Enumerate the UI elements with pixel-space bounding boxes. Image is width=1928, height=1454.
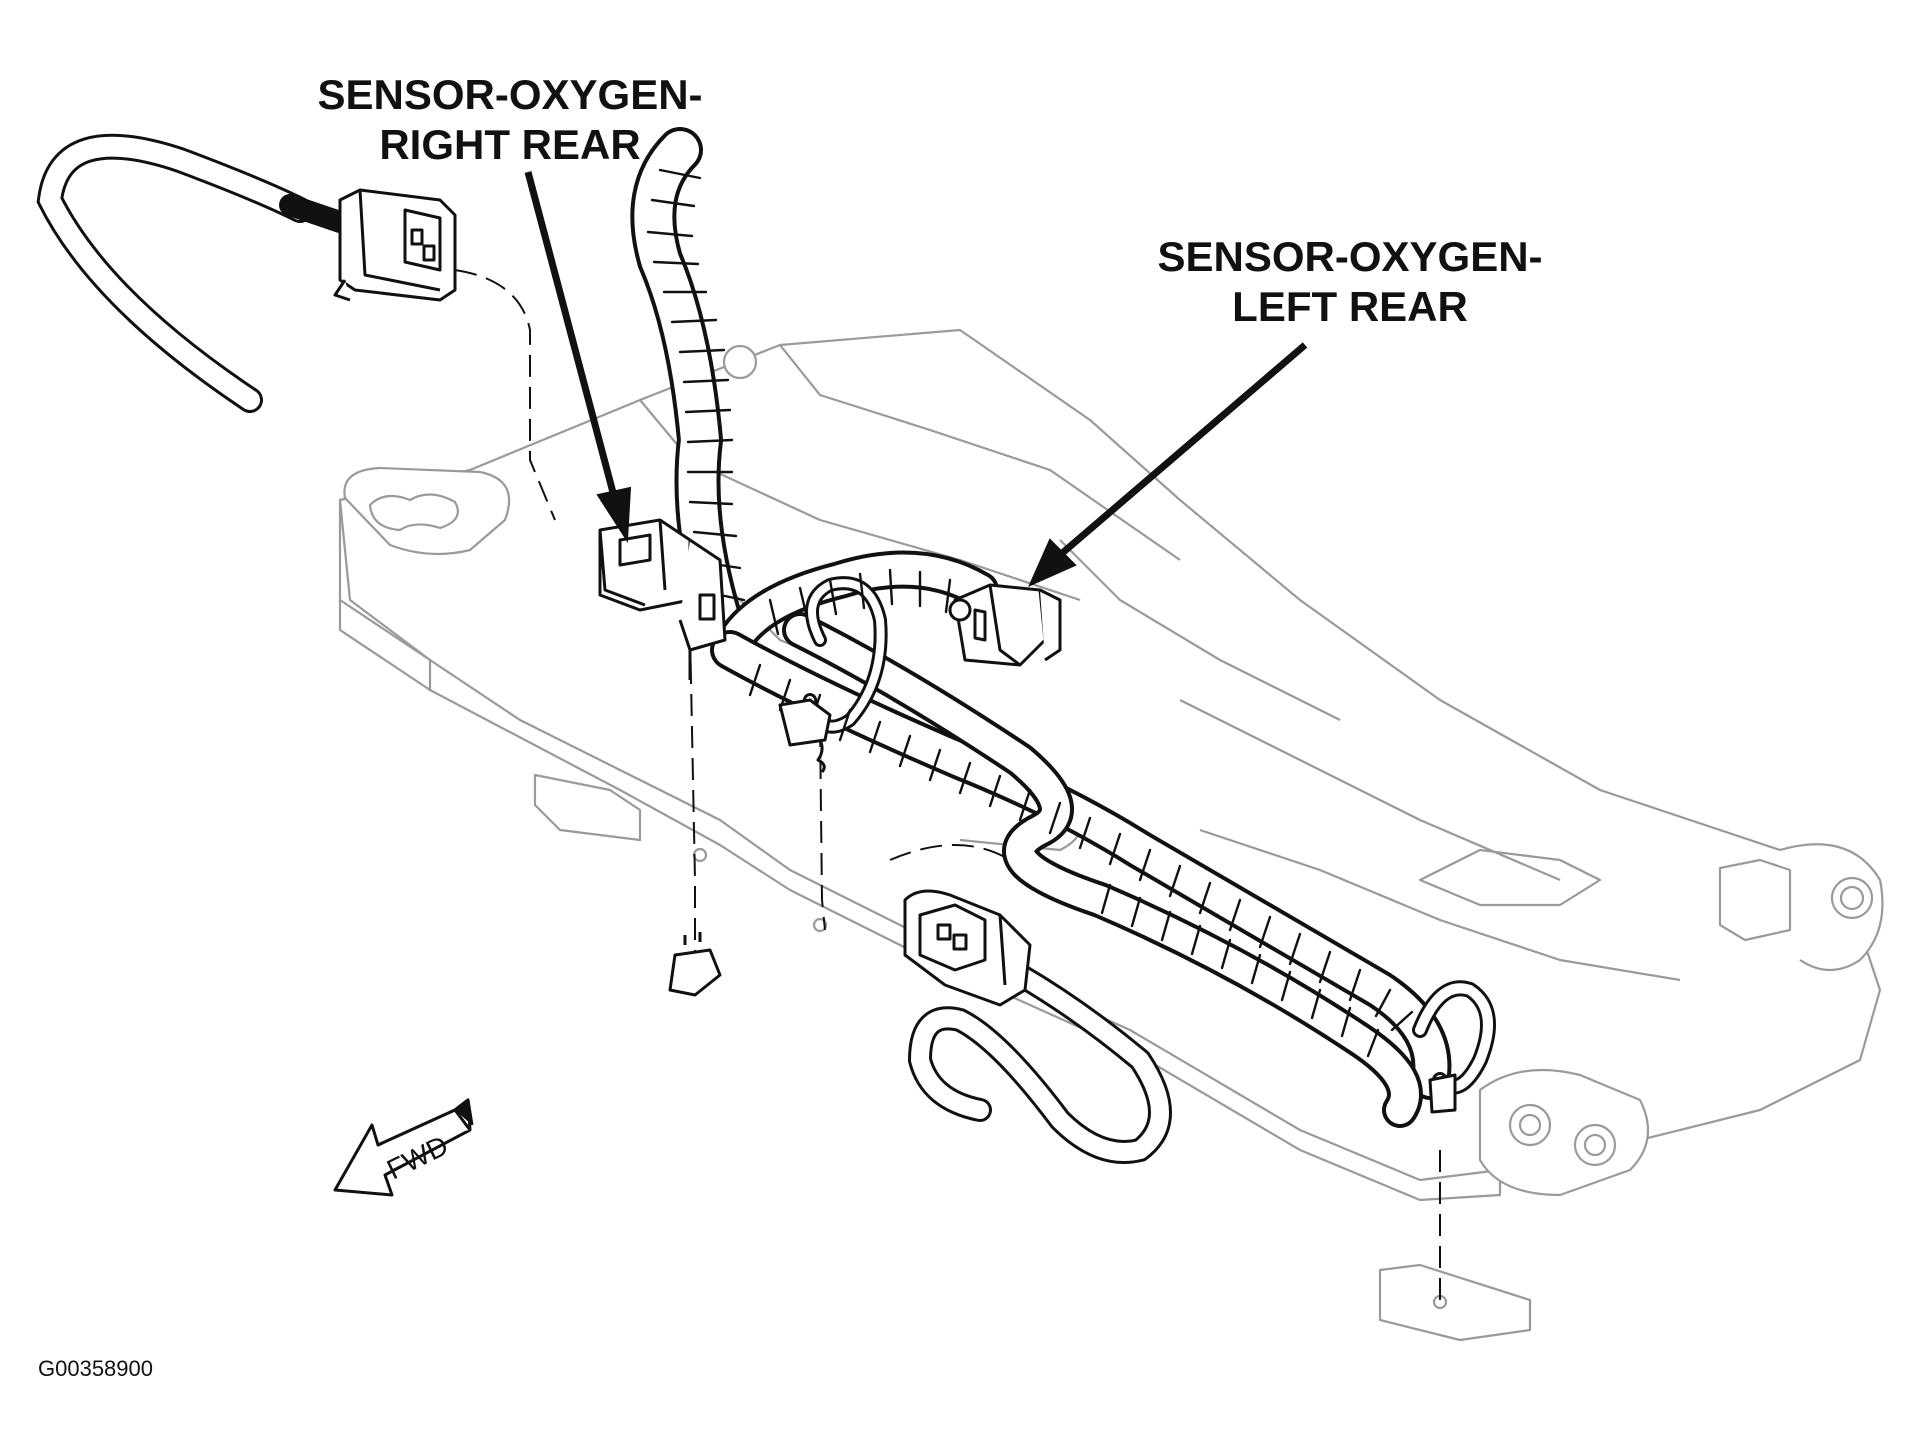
bracket-right-tab bbox=[1718, 858, 1792, 942]
bracket-bottom-tab bbox=[1378, 1263, 1532, 1342]
connector-icon bbox=[903, 889, 1032, 1007]
fwd-arrow-icon: FWD bbox=[333, 1098, 474, 1197]
alignment-guides bbox=[454, 269, 1441, 1300]
leader-right-rear bbox=[524, 171, 619, 501]
callout-left-rear: SENSOR-OXYGEN- LEFT REAR bbox=[1140, 232, 1560, 332]
bracket-right-ear bbox=[1779, 843, 1884, 971]
left-rear-pigtail bbox=[907, 963, 1172, 1164]
wiring-harness bbox=[630, 127, 1496, 1128]
connector-left-rear bbox=[948, 583, 1062, 667]
bracket-top-plate bbox=[338, 328, 1882, 1182]
bracket-left-wall bbox=[338, 498, 432, 692]
callout-right-rear-line1: SENSOR-OXYGEN- bbox=[317, 71, 703, 118]
bracket-left-tab bbox=[533, 773, 642, 842]
callout-left-rear-line2: LEFT REAR bbox=[1232, 283, 1468, 330]
bracket-lower-ear bbox=[1478, 1068, 1650, 1197]
callout-right-rear: SENSOR-OXYGEN- RIGHT REAR bbox=[300, 70, 720, 170]
connector-icon bbox=[333, 188, 457, 302]
callout-left-rear-line1: SENSOR-OXYGEN- bbox=[1157, 233, 1543, 280]
leader-left-rear bbox=[1057, 342, 1308, 558]
figure-id: G00358900 bbox=[38, 1356, 153, 1381]
bracket-front-skirt bbox=[429, 689, 1502, 1202]
leader-arrows bbox=[524, 171, 1308, 587]
clip-icon bbox=[668, 698, 1457, 1114]
right-rear-pigtail bbox=[36, 133, 351, 413]
callout-right-rear-line2: RIGHT REAR bbox=[379, 121, 641, 168]
connector-right-rear bbox=[598, 518, 727, 680]
